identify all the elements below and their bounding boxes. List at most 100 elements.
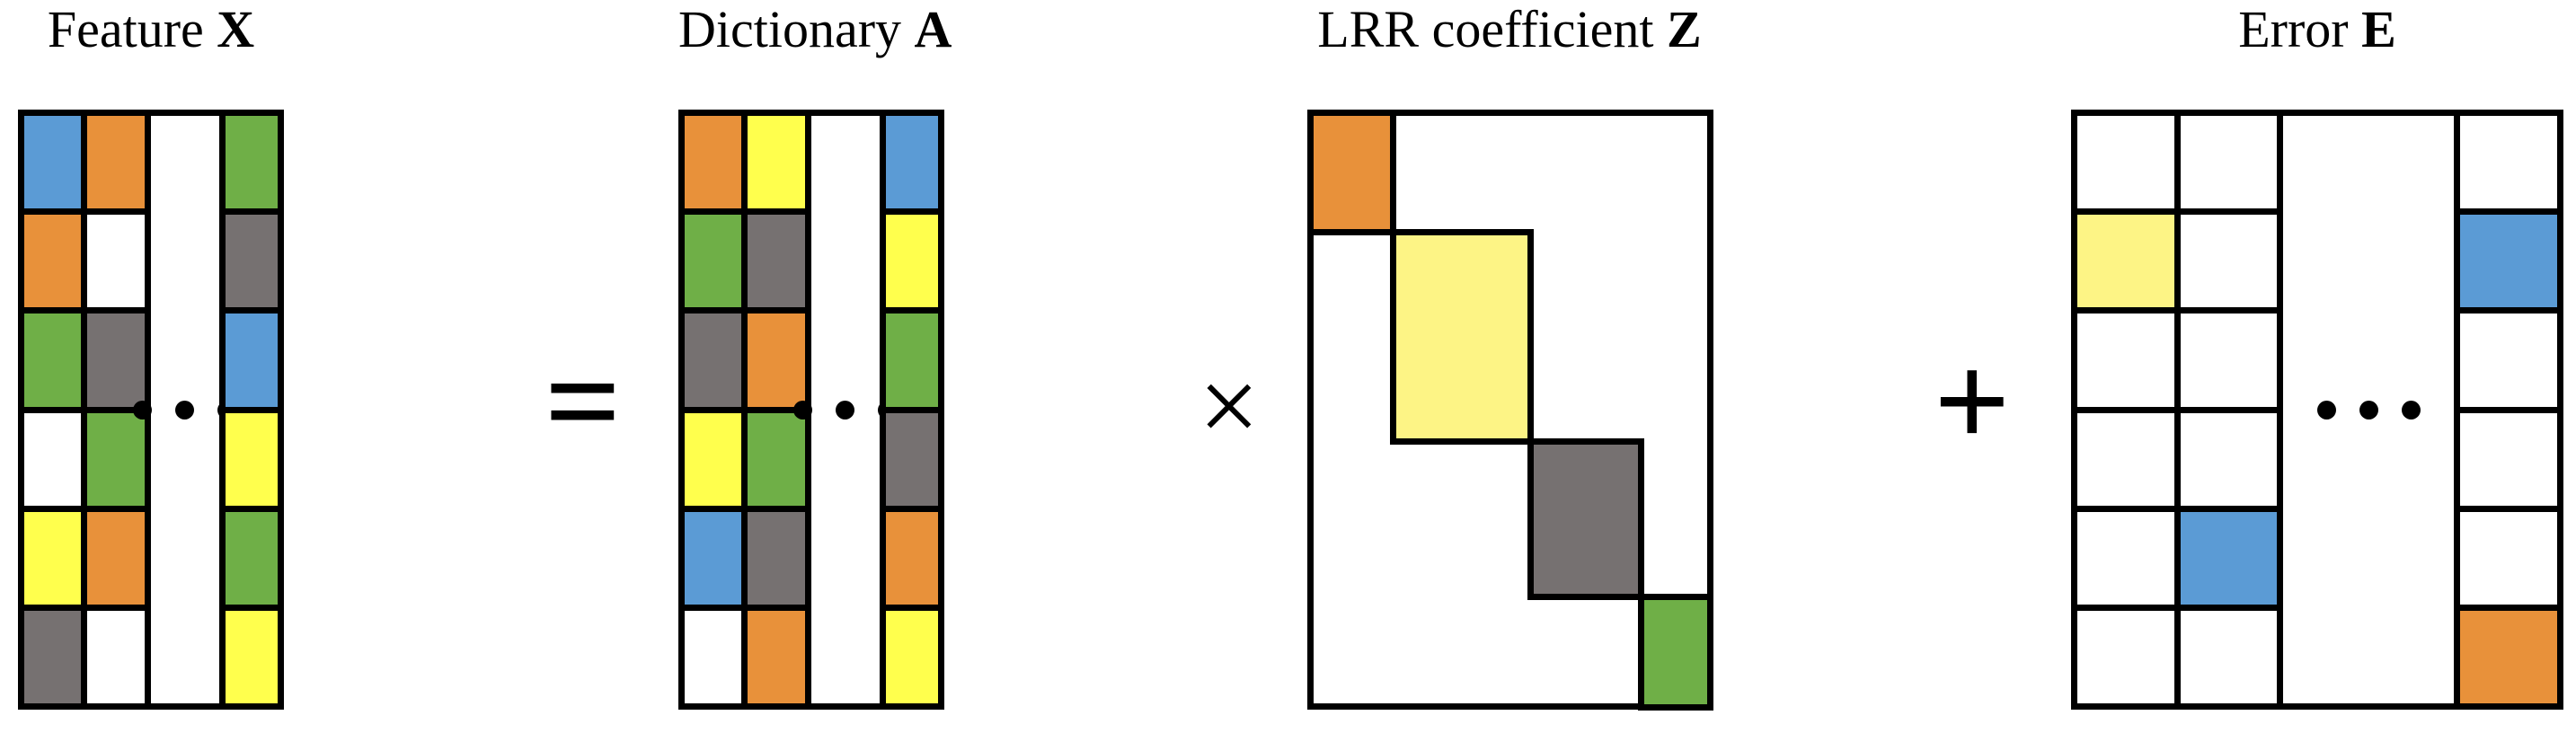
- matrix-cell: [225, 208, 278, 308]
- matrix-title-dictionary-a: Dictionary A: [678, 4, 952, 56]
- matrix-cell: [748, 307, 805, 407]
- matrix-title-error-e: Error E: [2071, 4, 2563, 56]
- matrix-cell: [2180, 116, 2278, 209]
- matrix-title-lrr-coefficient-z: LRR coefficient Z: [1294, 4, 1725, 56]
- matrix-title-text: Dictionary: [678, 0, 915, 58]
- matrix-title-feature-x: Feature X: [18, 4, 284, 56]
- matrix-cell: [24, 208, 82, 308]
- plus-operator: +: [1934, 327, 2011, 476]
- matrix-dictionary-a: [678, 110, 944, 710]
- matrix-cell: [2077, 116, 2174, 209]
- z-block-3: [1527, 438, 1644, 600]
- matrix-dictionary-a-column-2: [741, 116, 805, 704]
- z-block-2: [1390, 229, 1534, 445]
- matrix-cell: [748, 116, 805, 209]
- matrix-error-e-column-2: [2173, 116, 2278, 704]
- matrix-cell: [2077, 307, 2174, 407]
- matrix-cell: [225, 307, 278, 407]
- matrix-title-symbol: E: [2361, 0, 2396, 58]
- matrix-error-e-column-1: [2077, 116, 2174, 704]
- matrix-cell: [2180, 505, 2278, 605]
- matrix-cell: [885, 505, 938, 605]
- ellipsis-icon: [2316, 400, 2421, 419]
- matrix-error-e: [2071, 110, 2563, 710]
- matrix-cell: [2077, 505, 2174, 605]
- matrix-cell: [748, 505, 805, 605]
- matrix-cell: [2077, 406, 2174, 506]
- ellipsis-dot: [175, 400, 195, 419]
- matrix-cell: [2077, 604, 2174, 704]
- matrix-lrr-coefficient-z: [1307, 110, 1713, 711]
- matrix-cell: [685, 406, 742, 506]
- matrix-dictionary-a-column-1: [685, 116, 742, 704]
- matrix-group-error-e: Error E: [2058, 0, 2576, 733]
- matrix-cell: [225, 505, 278, 605]
- matrix-cell: [225, 116, 278, 209]
- matrix-cell: [87, 116, 145, 209]
- matrix-cell: [748, 604, 805, 704]
- ellipsis-dot: [2316, 400, 2336, 419]
- matrix-error-e-column-ellipsis: [2277, 116, 2454, 703]
- matrix-feature-x-column-1: [24, 116, 82, 704]
- matrix-feature-x-column-2: [81, 116, 145, 704]
- matrix-title-symbol: Z: [1667, 0, 1702, 58]
- equals-operator: =: [544, 327, 622, 476]
- matrix-cell: [2077, 208, 2174, 308]
- matrix-cell: [2460, 406, 2557, 506]
- matrix-cell: [24, 116, 82, 209]
- matrix-cell: [2180, 307, 2278, 407]
- matrix-feature-x-column-ellipsis: [133, 116, 237, 703]
- matrix-cell: [885, 116, 938, 209]
- matrix-cell: [87, 208, 145, 308]
- matrix-cell: [225, 604, 278, 704]
- matrix-dictionary-a-column-ellipsis: [793, 116, 898, 703]
- matrix-cell: [2460, 208, 2557, 308]
- matrix-title-symbol: A: [914, 0, 952, 58]
- multiply-operator: ×: [1199, 346, 1260, 465]
- ellipsis-dot: [2359, 400, 2378, 419]
- matrix-cell: [685, 604, 742, 704]
- ellipsis-dot: [133, 400, 153, 419]
- matrix-group-lrr-coefficient-z: LRR coefficient Z: [1294, 0, 1725, 733]
- matrix-error-e-column-n: [2454, 116, 2557, 704]
- matrix-cell: [24, 604, 82, 704]
- matrix-cell: [685, 307, 742, 407]
- ellipsis-dot: [2401, 400, 2421, 419]
- matrix-cell: [2460, 604, 2557, 704]
- matrix-cell: [225, 406, 278, 506]
- matrix-title-text: Feature: [47, 0, 217, 58]
- matrix-title-text: Error: [2238, 0, 2362, 58]
- matrix-cell: [87, 307, 145, 407]
- matrix-cell: [2180, 406, 2278, 506]
- matrix-dictionary-a-column-n: [879, 116, 938, 704]
- matrix-group-dictionary-a: Dictionary A: [660, 0, 966, 733]
- matrix-group-feature-x: Feature X: [0, 0, 305, 733]
- matrix-cell: [2460, 307, 2557, 407]
- matrix-cell: [685, 208, 742, 308]
- matrix-feature-x: [18, 110, 284, 710]
- matrix-cell: [2180, 208, 2278, 308]
- matrix-cell: [748, 208, 805, 308]
- ellipsis-dot: [793, 400, 813, 419]
- matrix-cell: [2460, 505, 2557, 605]
- matrix-cell: [24, 406, 82, 506]
- ellipsis-dot: [836, 400, 855, 419]
- matrix-cell: [685, 116, 742, 209]
- matrix-cell: [24, 307, 82, 407]
- matrix-title-text: LRR coefficient: [1317, 0, 1667, 58]
- matrix-cell: [885, 307, 938, 407]
- matrix-cell: [748, 406, 805, 506]
- matrix-feature-x-column-n: [218, 116, 278, 704]
- z-block-4: [1638, 594, 1713, 711]
- matrix-cell: [87, 505, 145, 605]
- matrix-cell: [2180, 604, 2278, 704]
- matrix-cell: [885, 406, 938, 506]
- matrix-cell: [885, 604, 938, 704]
- matrix-cell: [87, 406, 145, 506]
- matrix-cell: [2460, 116, 2557, 209]
- matrix-title-symbol: X: [217, 0, 255, 58]
- z-block-1: [1307, 110, 1396, 235]
- matrix-cell: [685, 505, 742, 605]
- matrix-cell: [87, 604, 145, 704]
- matrix-cell: [24, 505, 82, 605]
